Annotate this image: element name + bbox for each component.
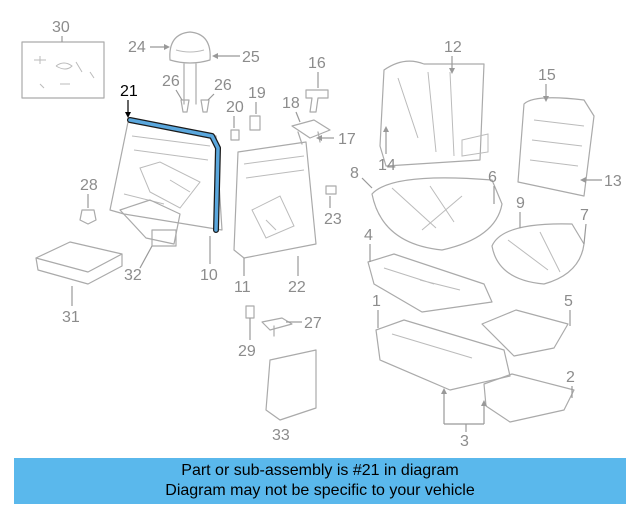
callout-13: 13 xyxy=(580,173,622,190)
svg-text:1: 1 xyxy=(372,293,381,310)
svg-text:33: 33 xyxy=(272,427,290,444)
callout-12: 12 xyxy=(444,39,462,74)
svg-text:19: 19 xyxy=(248,85,266,102)
callout-33: 33 xyxy=(272,427,290,444)
svg-text:3: 3 xyxy=(460,433,469,450)
part-19-latch xyxy=(249,115,261,131)
parts-diagram: 30 24 25 12 16 21 26 26 19 18 20 15 xyxy=(21,19,622,450)
banner-line-2: Diagram may not be specific to your vehi… xyxy=(165,482,475,499)
svg-text:17: 17 xyxy=(338,131,356,148)
part-23-fastener xyxy=(325,185,337,195)
svg-text:11: 11 xyxy=(234,279,251,296)
callout-26b: 26 xyxy=(207,77,232,101)
callout-8: 8 xyxy=(350,165,373,189)
svg-text:30: 30 xyxy=(52,19,70,36)
part-32-bracket xyxy=(151,229,177,247)
callout-30: 30 xyxy=(52,19,70,42)
callout-3: 3 xyxy=(441,388,487,450)
svg-text:32: 32 xyxy=(124,267,142,284)
callout-15: 15 xyxy=(538,67,556,102)
part-5-cushion-pan xyxy=(481,309,569,357)
svg-text:23: 23 xyxy=(324,211,342,228)
banner-line-1: Part or sub-assembly is #21 in diagram xyxy=(181,462,459,479)
part-1-seat-pan xyxy=(375,319,511,391)
svg-text:4: 4 xyxy=(364,227,373,244)
callout-31: 31 xyxy=(62,286,80,326)
callout-7: 7 xyxy=(580,207,589,245)
part-29-pin xyxy=(245,305,255,319)
callout-32: 32 xyxy=(124,245,153,284)
svg-text:26: 26 xyxy=(162,73,180,90)
callout-10: 10 xyxy=(200,236,218,284)
part-17-latch-assembly xyxy=(291,119,331,145)
svg-text:8: 8 xyxy=(350,165,359,182)
svg-text:24: 24 xyxy=(128,39,146,56)
callout-14: 14 xyxy=(378,126,396,174)
callout-17: 17 xyxy=(316,131,356,148)
svg-text:31: 31 xyxy=(62,309,80,326)
svg-text:28: 28 xyxy=(80,177,98,194)
part-33-side-panel xyxy=(265,349,317,421)
callout-29: 29 xyxy=(238,318,256,360)
callout-5: 5 xyxy=(564,293,573,326)
part-28-clip xyxy=(79,209,97,225)
callout-28: 28 xyxy=(80,177,98,208)
part-seatback-frame xyxy=(109,121,223,245)
svg-text:27: 27 xyxy=(304,315,322,332)
callout-16: 16 xyxy=(308,55,326,88)
svg-text:13: 13 xyxy=(604,173,622,190)
callout-20: 20 xyxy=(226,99,244,128)
part-27-hinge xyxy=(261,317,293,337)
callout-2: 2 xyxy=(566,369,575,398)
svg-text:7: 7 xyxy=(580,207,589,224)
svg-text:22: 22 xyxy=(288,279,306,296)
callout-9: 9 xyxy=(516,195,525,228)
svg-text:20: 20 xyxy=(226,99,244,116)
svg-text:12: 12 xyxy=(444,39,462,56)
part-4-seat-frame xyxy=(367,253,493,313)
part-11-seatback-frame xyxy=(233,141,317,259)
callout-23: 23 xyxy=(324,196,342,228)
part-headrest xyxy=(169,31,211,105)
part-16-release-handle xyxy=(305,89,329,113)
callout-6: 6 xyxy=(488,169,497,204)
callout-11: 11 xyxy=(234,258,251,296)
part-31-pad xyxy=(35,241,123,285)
svg-text:26: 26 xyxy=(214,77,232,94)
callout-26a: 26 xyxy=(162,73,183,101)
info-banner: Part or sub-assembly is #21 in diagram D… xyxy=(14,458,626,504)
svg-text:5: 5 xyxy=(564,293,573,310)
svg-text:29: 29 xyxy=(238,343,256,360)
callout-4: 4 xyxy=(364,227,373,262)
part-15-seatback xyxy=(517,97,595,197)
part-6-seat-cushion xyxy=(371,177,503,251)
svg-text:2: 2 xyxy=(566,369,575,386)
svg-text:18: 18 xyxy=(282,95,300,112)
svg-text:15: 15 xyxy=(538,67,556,84)
svg-text:10: 10 xyxy=(200,267,218,284)
callout-24: 24 xyxy=(128,39,170,56)
part-30-hardware-kit xyxy=(21,41,105,99)
part-21-highlighted xyxy=(127,117,221,233)
svg-text:16: 16 xyxy=(308,55,326,72)
part-20-clip xyxy=(230,129,240,141)
svg-text:6: 6 xyxy=(488,169,497,186)
part-2-seat-pan xyxy=(483,373,575,423)
svg-text:14: 14 xyxy=(378,157,396,174)
svg-text:21: 21 xyxy=(120,83,138,100)
callout-19: 19 xyxy=(248,85,266,114)
callout-25: 25 xyxy=(212,49,260,66)
callout-22: 22 xyxy=(288,256,306,296)
callout-27: 27 xyxy=(286,315,322,332)
part-12-seatback-cushion xyxy=(379,60,489,167)
part-26-guides xyxy=(180,99,210,113)
callout-18: 18 xyxy=(282,95,301,123)
callout-21: 21 xyxy=(120,83,138,118)
svg-text:9: 9 xyxy=(516,195,525,212)
svg-text:25: 25 xyxy=(242,49,260,66)
callout-1: 1 xyxy=(372,293,381,328)
part-7-seat-cushion xyxy=(491,223,585,285)
